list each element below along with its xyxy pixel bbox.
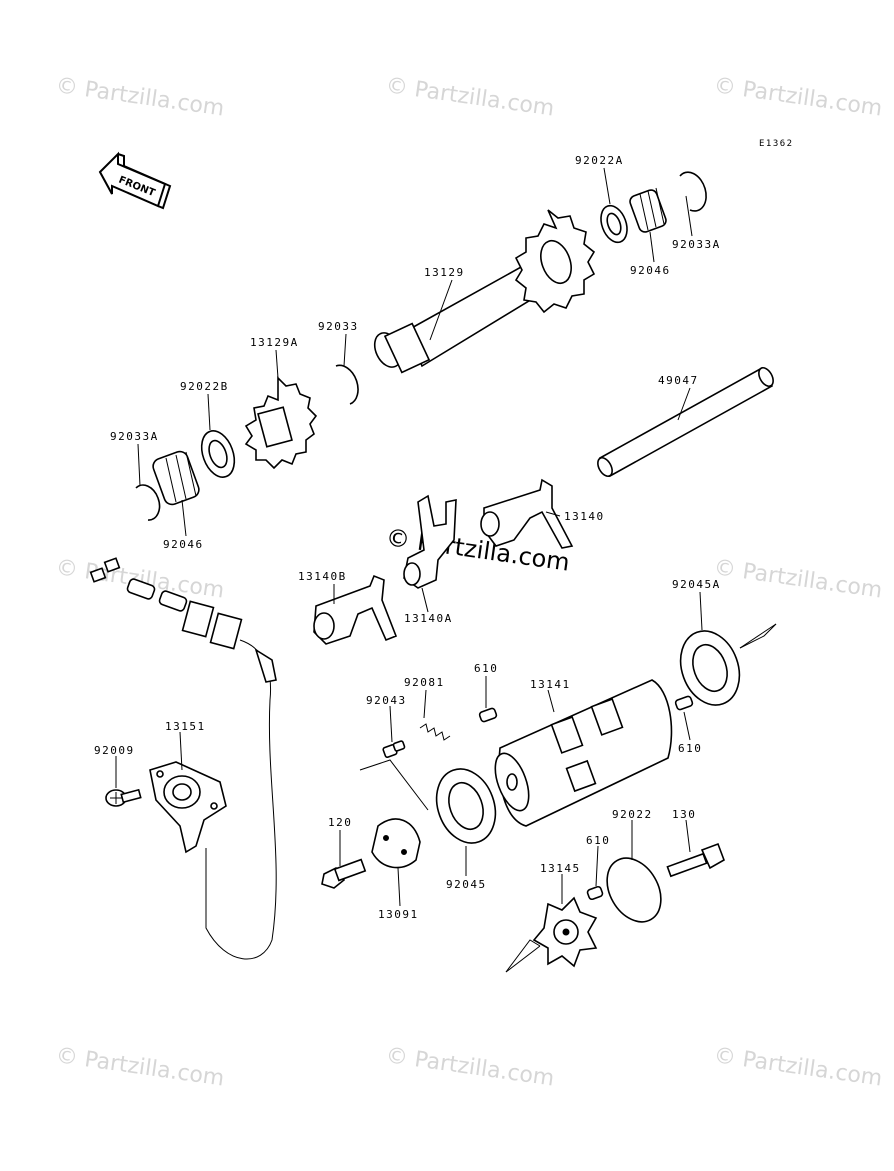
diagram-code: E1362	[759, 139, 794, 149]
shift-fork-13140A	[403, 494, 457, 589]
star-13145	[532, 896, 598, 968]
shaft-13129	[373, 209, 596, 374]
sensor-13151	[149, 761, 227, 854]
part-label: 92022B	[180, 380, 229, 393]
sensor-harness	[89, 557, 277, 960]
part-label: 13091	[378, 908, 419, 921]
part-labels: 92022A 92033A 92046 13129 92033 13129A 9…	[94, 154, 721, 921]
part-label: 92081	[404, 676, 445, 689]
bolt-120	[321, 858, 367, 889]
part-label: 13151	[165, 720, 206, 733]
part-label: 92033A	[672, 238, 721, 251]
gear-13129	[514, 209, 596, 314]
washer-92022B	[200, 430, 236, 478]
bearing-92046-top	[629, 187, 667, 233]
bearing-92045A	[679, 630, 741, 706]
part-label: 13141	[530, 678, 571, 691]
bearing-92046-left	[152, 450, 200, 506]
part-label: 610	[678, 742, 702, 755]
watermark: © Partzilla.com	[54, 1043, 226, 1091]
spring-92081	[419, 723, 451, 741]
circlip-92033A-top	[679, 171, 707, 212]
watermarks: © Partzilla.com © Partzilla.com © Partzi…	[54, 73, 884, 1091]
shift-drum-13141	[494, 679, 673, 827]
watermark: © Partzilla.com	[384, 1043, 556, 1091]
watermark: © Partzilla.com	[712, 1043, 884, 1091]
circlip-92033A-left	[135, 484, 161, 521]
part-label: 92022	[612, 808, 653, 821]
part-label: 92045	[446, 878, 487, 891]
part-label: 120	[328, 816, 352, 829]
circlip-92033	[335, 364, 359, 405]
front-arrow-icon: FRONT	[98, 151, 172, 210]
part-label: 92009	[94, 744, 135, 757]
pin-610-b	[674, 695, 694, 711]
part-label: 610	[474, 662, 498, 675]
part-label: 13140	[564, 510, 605, 523]
shift-fork-13140B	[313, 574, 398, 645]
part-label: 92043	[366, 694, 407, 707]
plate-92022	[606, 857, 662, 923]
watermark: © Partzilla.com	[712, 555, 884, 603]
part-label: 130	[672, 808, 696, 821]
part-label: 13140B	[298, 570, 347, 583]
pin-610-a	[478, 707, 498, 723]
shaft-49047	[597, 366, 774, 478]
part-label: 92033	[318, 320, 359, 333]
cam-13091	[371, 818, 421, 869]
leader-lines	[115, 167, 777, 973]
washer-92022A	[600, 204, 628, 244]
watermark: © Partzilla.com	[384, 73, 556, 121]
part-label: 13140A	[404, 612, 453, 625]
part-label: 13145	[540, 862, 581, 875]
part-label: 610	[586, 834, 610, 847]
part-label: 92045A	[672, 578, 721, 591]
part-label: 92033A	[110, 430, 159, 443]
bolt-130	[666, 842, 725, 878]
watermark: © Partzilla.com	[54, 73, 226, 121]
part-label: 13129A	[250, 336, 299, 349]
part-label: 92046	[630, 264, 671, 277]
watermark: © Partzilla.com	[712, 73, 884, 121]
bearing-92045	[435, 768, 497, 844]
screw-92009	[105, 788, 142, 807]
part-label: 13129	[424, 266, 465, 279]
pin-92043	[382, 740, 406, 758]
pin-610-c	[586, 885, 604, 901]
part-label: 92046	[163, 538, 204, 551]
shift-fork-13140	[480, 478, 574, 549]
part-label: 92022A	[575, 154, 624, 167]
part-label: 49047	[658, 374, 699, 387]
gear-13129A	[244, 376, 318, 470]
